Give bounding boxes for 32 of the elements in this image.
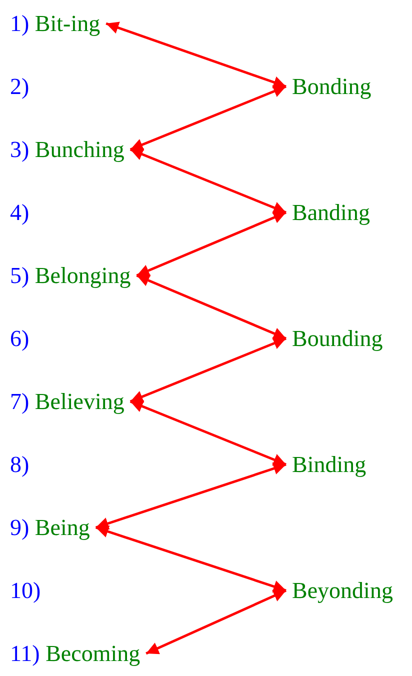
double-arrow (130, 85, 286, 151)
double-arrow (136, 274, 286, 340)
list-number: 6) (10, 325, 30, 353)
word-label: Banding (292, 200, 370, 225)
double-arrow (106, 22, 286, 88)
list-number: 4) (10, 199, 30, 227)
double-arrow (95, 526, 286, 592)
list-number: 11) (10, 641, 40, 666)
word-label: Being (34, 515, 90, 540)
word-label: Bounding (292, 326, 383, 351)
word-label: Binding (292, 452, 366, 477)
list-number: 9) (10, 515, 30, 540)
list-number: 10) (10, 577, 41, 605)
list-number: 2) (10, 73, 30, 101)
word-label: Believing (34, 389, 124, 414)
word-label: Bit-ing (34, 11, 100, 36)
double-arrow (130, 148, 286, 214)
double-arrow (136, 211, 286, 277)
double-arrow (130, 400, 286, 466)
list-number: 3) (10, 137, 30, 162)
word-label: Bunching (34, 137, 124, 162)
word-label: Beyonding (292, 578, 393, 603)
word-label: Becoming (46, 641, 140, 666)
list-number: 5) (10, 263, 30, 288)
list-number: 7) (10, 389, 30, 414)
double-arrow (130, 337, 286, 403)
word-label: Bonding (292, 74, 372, 99)
double-arrow (146, 589, 287, 655)
double-arrow (95, 462, 286, 530)
list-number: 1) (10, 11, 30, 36)
word-label: Belonging (34, 263, 131, 288)
list-number: 8) (10, 451, 30, 479)
